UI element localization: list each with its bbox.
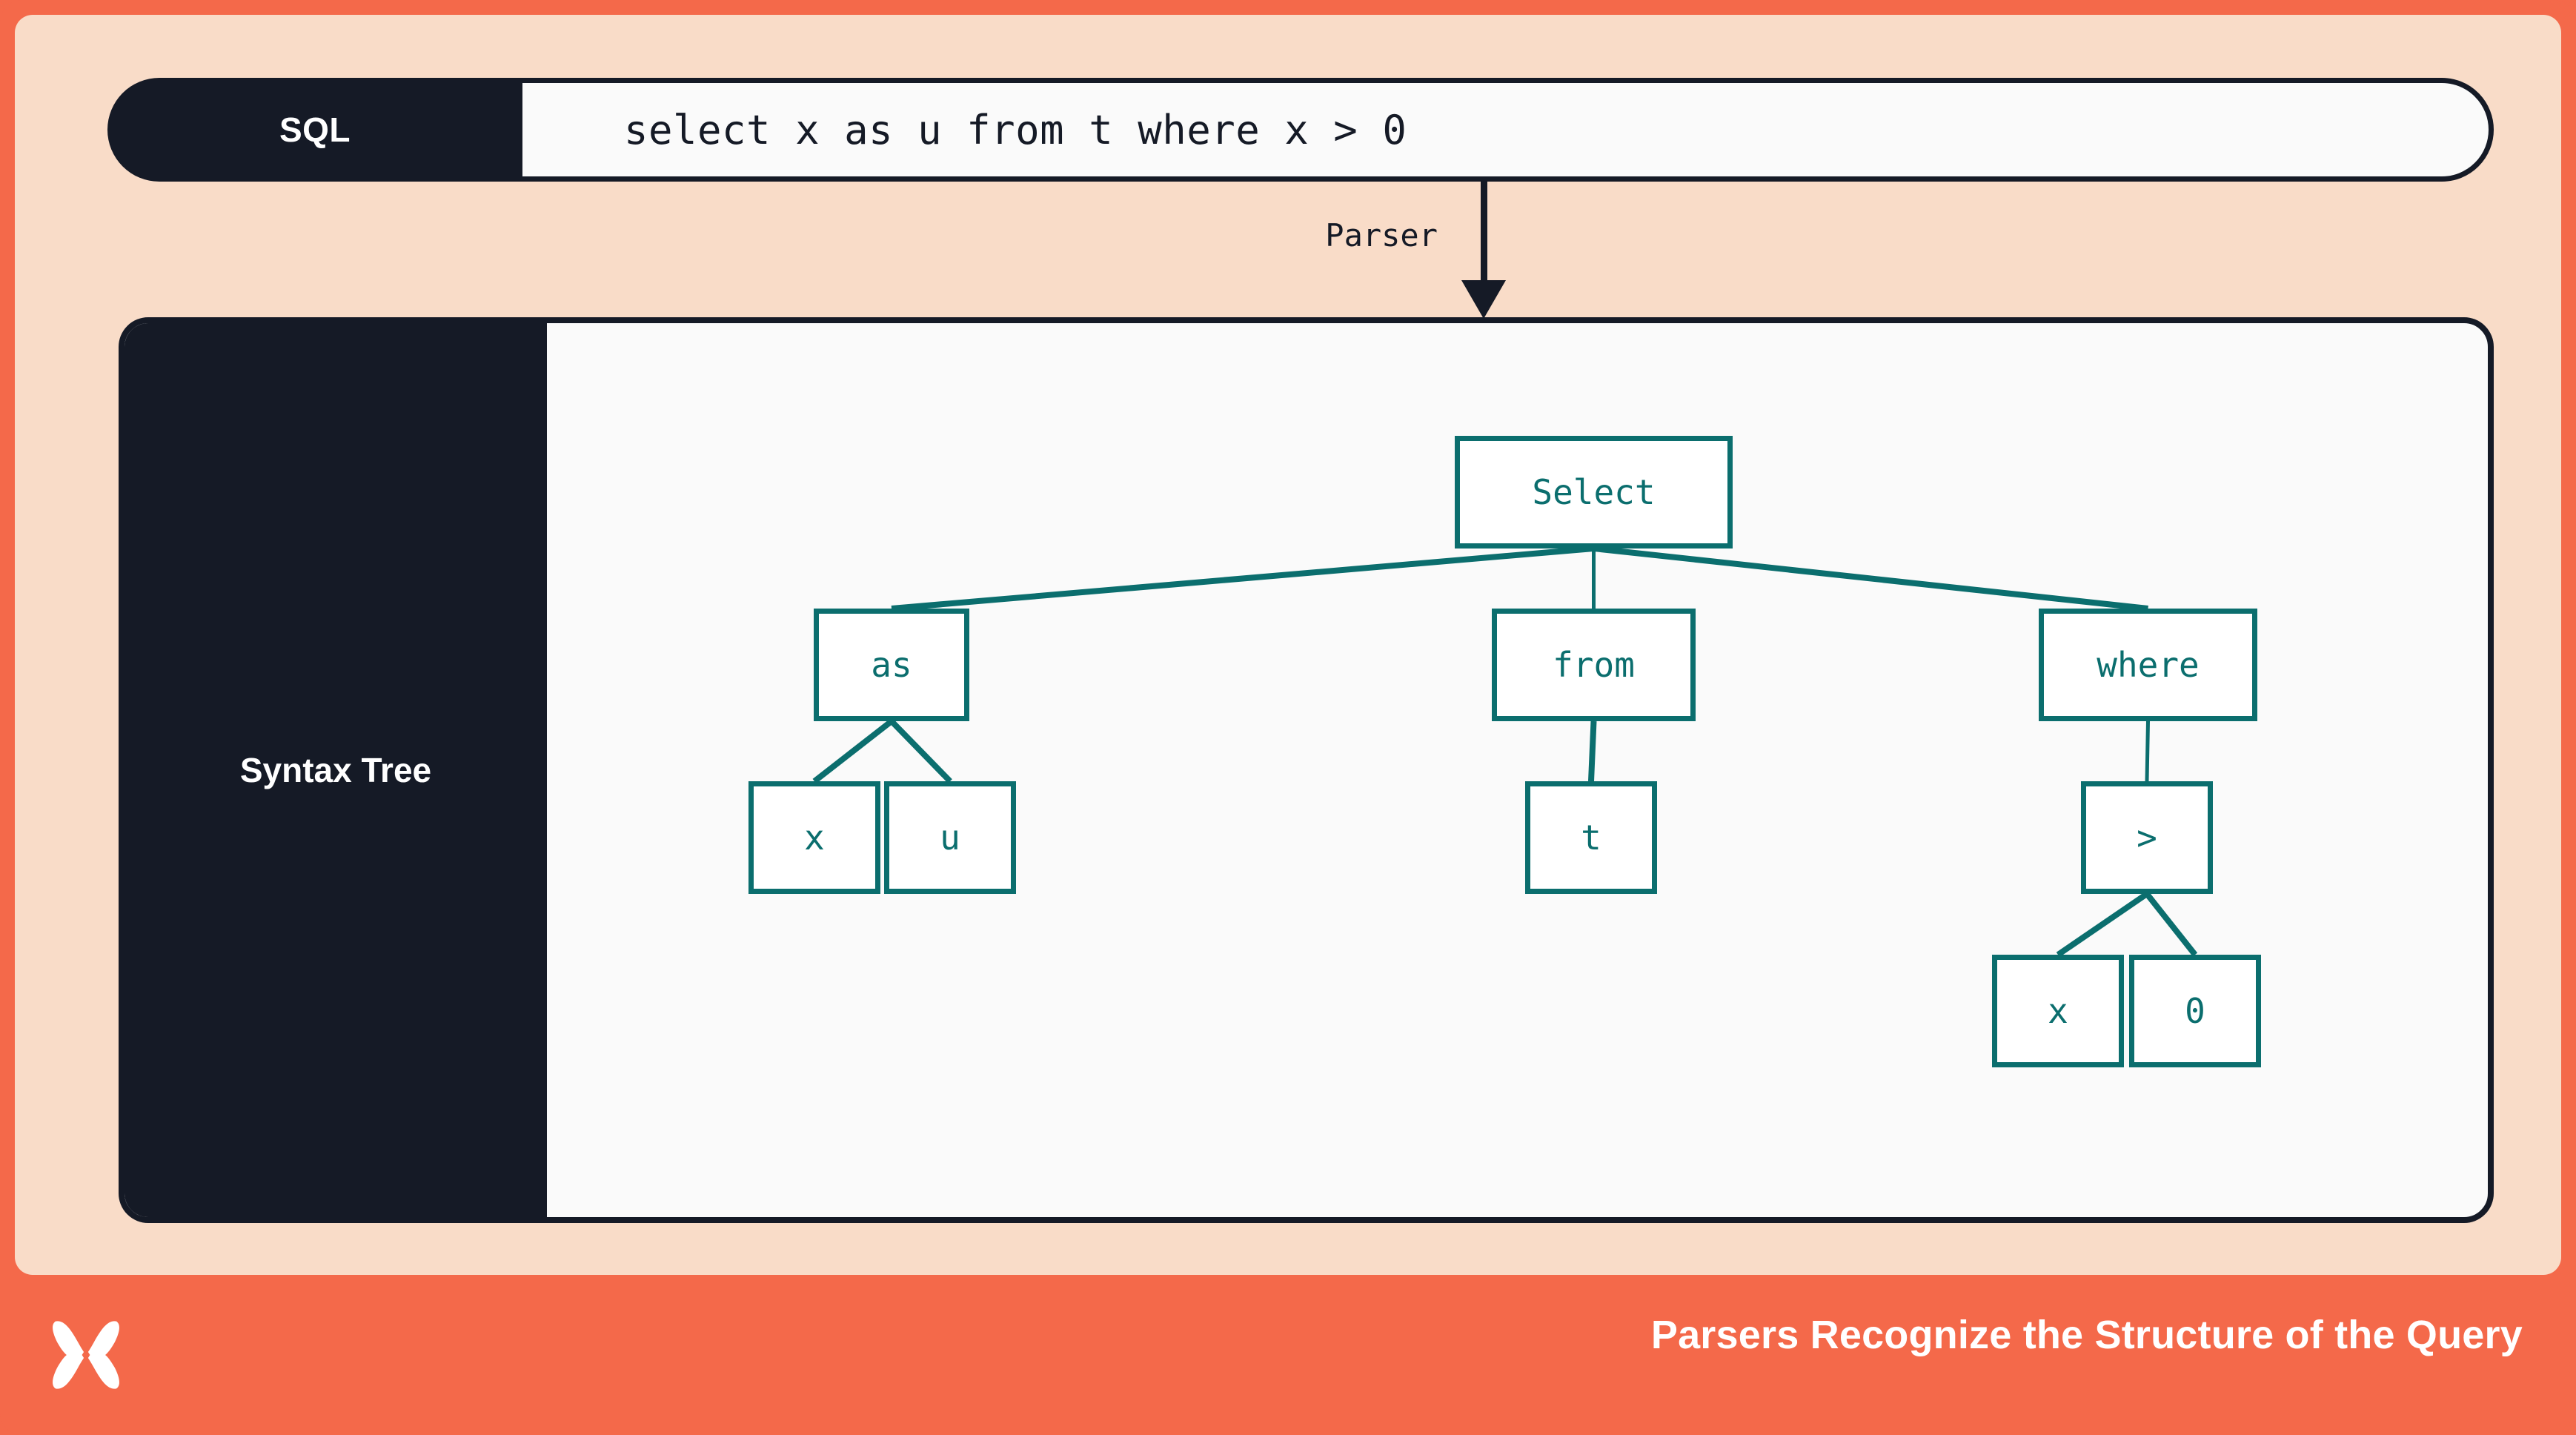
tree-edge-as-as-u (889, 719, 952, 783)
footer-bar: Parsers Recognize the Structure of the Q… (0, 1275, 2576, 1435)
parser-arrow-group: Parser (1260, 182, 1571, 319)
tree-edge-from-from-t (1588, 720, 1597, 782)
tree-edges-svg (812, 546, 2198, 958)
tree-node-gt[interactable]: > (2081, 781, 2213, 894)
tree-node-gt-x[interactable]: x (1992, 955, 2124, 1067)
tree-node-gt-0[interactable]: 0 (2129, 955, 2261, 1067)
tree-node-label: from (1553, 645, 1635, 685)
tree-edge-gt-gt-0 (2144, 892, 2198, 957)
tree-node-from-t[interactable]: t (1525, 781, 1657, 894)
syntax-tree-panel: Syntax Tree Select as from where x u t > x 0 (119, 317, 2494, 1223)
tree-node-where[interactable]: where (2039, 609, 2257, 721)
tree-node-as[interactable]: as (814, 609, 969, 721)
tree-edge-select-where (1593, 546, 2148, 612)
sql-label-text: SQL (279, 110, 351, 149)
sql-query-text: select x as u from t where x > 0 (624, 106, 1407, 153)
tree-edge-where-gt (2145, 720, 2150, 782)
tree-node-select[interactable]: Select (1455, 436, 1733, 549)
syntax-tree-label: Syntax Tree (239, 751, 432, 789)
arrow-head-icon (1461, 280, 1506, 319)
tree-node-as-x[interactable]: x (748, 781, 880, 894)
tree-node-label: > (2137, 818, 2157, 858)
content-stage: select x as u from t where x > 0 SQL Par… (15, 15, 2561, 1275)
tree-node-label: x (804, 818, 825, 858)
sql-label-chip: SQL (107, 78, 522, 182)
footer-title: Parsers Recognize the Structure of the Q… (1650, 1313, 2523, 1357)
tree-edge-gt-gt-x (2056, 891, 2149, 958)
tree-edge-select-as (891, 546, 1594, 612)
sql-input-field[interactable]: select x as u from t where x > 0 (426, 78, 2494, 182)
tree-edge-as-as-x (812, 718, 894, 784)
tree-node-label: t (1581, 818, 1601, 858)
tree-node-from[interactable]: from (1492, 609, 1696, 721)
sql-row: select x as u from t where x > 0 SQL (107, 78, 2494, 182)
tree-node-label: Select (1532, 472, 1656, 512)
x-mark-logo-icon (53, 1321, 119, 1389)
tree-node-label: u (940, 818, 960, 858)
tree-node-as-u[interactable]: u (884, 781, 1016, 894)
syntax-tree-sidebar: Syntax Tree (125, 323, 547, 1217)
arrow-shaft-icon (1481, 182, 1487, 287)
tree-node-label: x (2048, 991, 2068, 1031)
tree-node-label: as (871, 645, 912, 685)
syntax-tree-canvas: Select as from where x u t > x 0 (547, 323, 2488, 1217)
tree-node-label: 0 (2185, 991, 2205, 1031)
tree-node-label: where (2097, 645, 2200, 685)
parser-label: Parser (1325, 217, 1438, 253)
